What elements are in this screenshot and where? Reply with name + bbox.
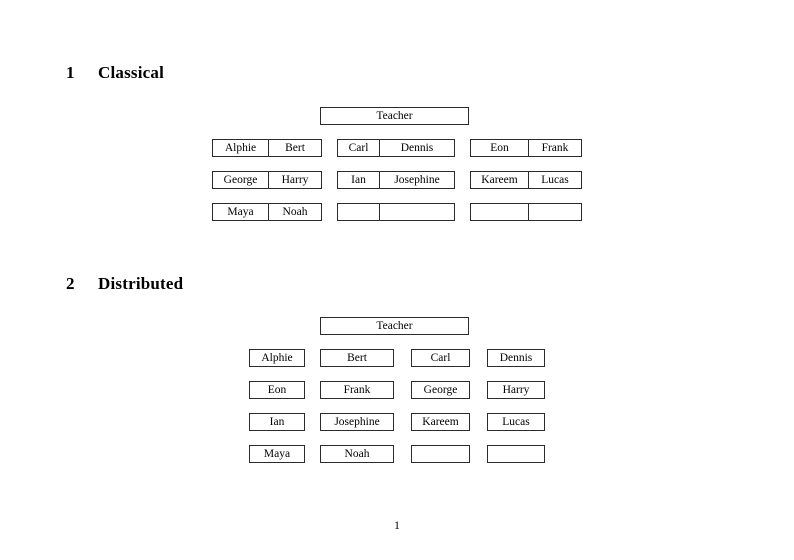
student-cell: Dennis <box>379 140 454 156</box>
student-box: Maya <box>249 445 305 463</box>
student-box: Lucas <box>487 413 545 431</box>
student-cell: Noah <box>268 204 321 220</box>
student-cell: George <box>223 174 258 186</box>
student-box: Dennis <box>487 349 545 367</box>
student-box-empty <box>411 445 470 463</box>
section-title-2: Distributed <box>98 274 184 293</box>
student-box: George <box>411 381 470 399</box>
student-box: Noah <box>320 445 394 463</box>
student-cell: Josephine <box>379 172 454 188</box>
student-group-row <box>337 203 455 221</box>
page-number: 1 <box>394 520 400 532</box>
student-box: Harry <box>487 381 545 399</box>
student-cell: Maya <box>227 206 254 218</box>
student-cell: Harry <box>268 172 321 188</box>
section-heading-classical: 1 Classical <box>66 63 164 83</box>
student-box: Bert <box>320 349 394 367</box>
section-number-1: 1 <box>66 63 75 82</box>
student-box-empty <box>487 445 545 463</box>
teacher-box-classical: Teacher <box>320 107 469 125</box>
student-box: Alphie <box>249 349 305 367</box>
student-box: Kareem <box>411 413 470 431</box>
student-cell: Carl <box>348 142 369 154</box>
student-box: Ian <box>249 413 305 431</box>
student-cell-empty <box>471 204 528 220</box>
student-box: Eon <box>249 381 305 399</box>
section-heading-distributed: 2 Distributed <box>66 274 183 294</box>
student-box: Carl <box>411 349 470 367</box>
student-group-row: George Harry <box>212 171 322 189</box>
student-cell: Bert <box>268 140 321 156</box>
student-cell-empty <box>528 204 581 220</box>
student-group-row: Eon Frank <box>470 139 582 157</box>
student-group-row: Kareem Lucas <box>470 171 582 189</box>
student-box: Josephine <box>320 413 394 431</box>
student-cell-empty <box>379 204 454 220</box>
student-cell-empty <box>338 204 379 220</box>
student-cell: Alphie <box>224 142 257 154</box>
teacher-box-distributed: Teacher <box>320 317 469 335</box>
student-cell: Frank <box>528 140 581 156</box>
student-group-row: Alphie Bert <box>212 139 322 157</box>
student-box: Frank <box>320 381 394 399</box>
student-group-row <box>470 203 582 221</box>
student-group-row: Ian Josephine <box>337 171 455 189</box>
student-cell: Lucas <box>528 172 581 188</box>
section-title-1: Classical <box>98 63 165 82</box>
student-cell: Eon <box>490 142 509 154</box>
section-number-2: 2 <box>66 274 75 293</box>
student-group-row: Carl Dennis <box>337 139 455 157</box>
student-cell: Ian <box>351 174 366 186</box>
student-group-row: Maya Noah <box>212 203 322 221</box>
student-cell: Kareem <box>481 174 518 186</box>
